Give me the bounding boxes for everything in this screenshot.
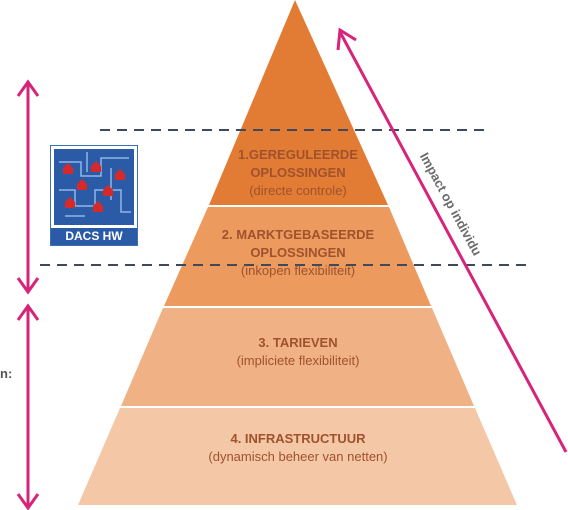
dacs-hw-logo: DACS HW	[50, 145, 138, 246]
tier-3-tarieven	[121, 308, 474, 406]
left-cut-label: n:	[0, 366, 13, 381]
tier-1-gereguleerde	[209, 0, 388, 205]
tier-3-subtitle: (impliciete flexibiliteit)	[236, 353, 360, 368]
tier-4-infrastructuur	[78, 408, 517, 505]
impact-arrow	[336, 27, 568, 453]
left-arrow-upper	[16, 79, 40, 295]
left-arrow-lower	[16, 303, 40, 510]
tier-2-label: 2. MARKTGEBASEERDE OPLOSSINGEN (inkopen …	[168, 226, 428, 280]
logo-caption: DACS HW	[51, 228, 137, 245]
tier-2-marktgebaseerde	[164, 207, 431, 306]
house-icons	[63, 161, 125, 212]
tier-3-label: 3. TARIEVEN (impliciete flexibiliteit)	[148, 334, 448, 370]
tier-2-title: 2. MARKTGEBASEERDE	[221, 227, 375, 242]
tier-1-label: 1.GEREGULEERDE OPLOSSINGEN (directe cont…	[195, 146, 401, 200]
tier-3-title: 3. TARIEVEN	[258, 335, 338, 350]
tier-4-subtitle: (dynamisch beheer van netten)	[208, 449, 388, 464]
tier-4-label: 4. INFRASTRUCTUUR (dynamisch beheer van …	[118, 430, 478, 466]
tier-1-title-line2: OPLOSSINGEN	[250, 165, 346, 180]
logo-network-graphic	[54, 149, 134, 225]
tier-4-title: 4. INFRASTRUCTUUR	[230, 431, 366, 446]
tier-2-title-line2: OPLOSSINGEN	[250, 245, 346, 260]
tier-1-title: 1.GEREGULEERDE	[238, 147, 358, 162]
tier-1-subtitle: (directe controle)	[249, 183, 347, 198]
tier-2-subtitle: (inkopen flexibiliteit)	[240, 263, 356, 278]
